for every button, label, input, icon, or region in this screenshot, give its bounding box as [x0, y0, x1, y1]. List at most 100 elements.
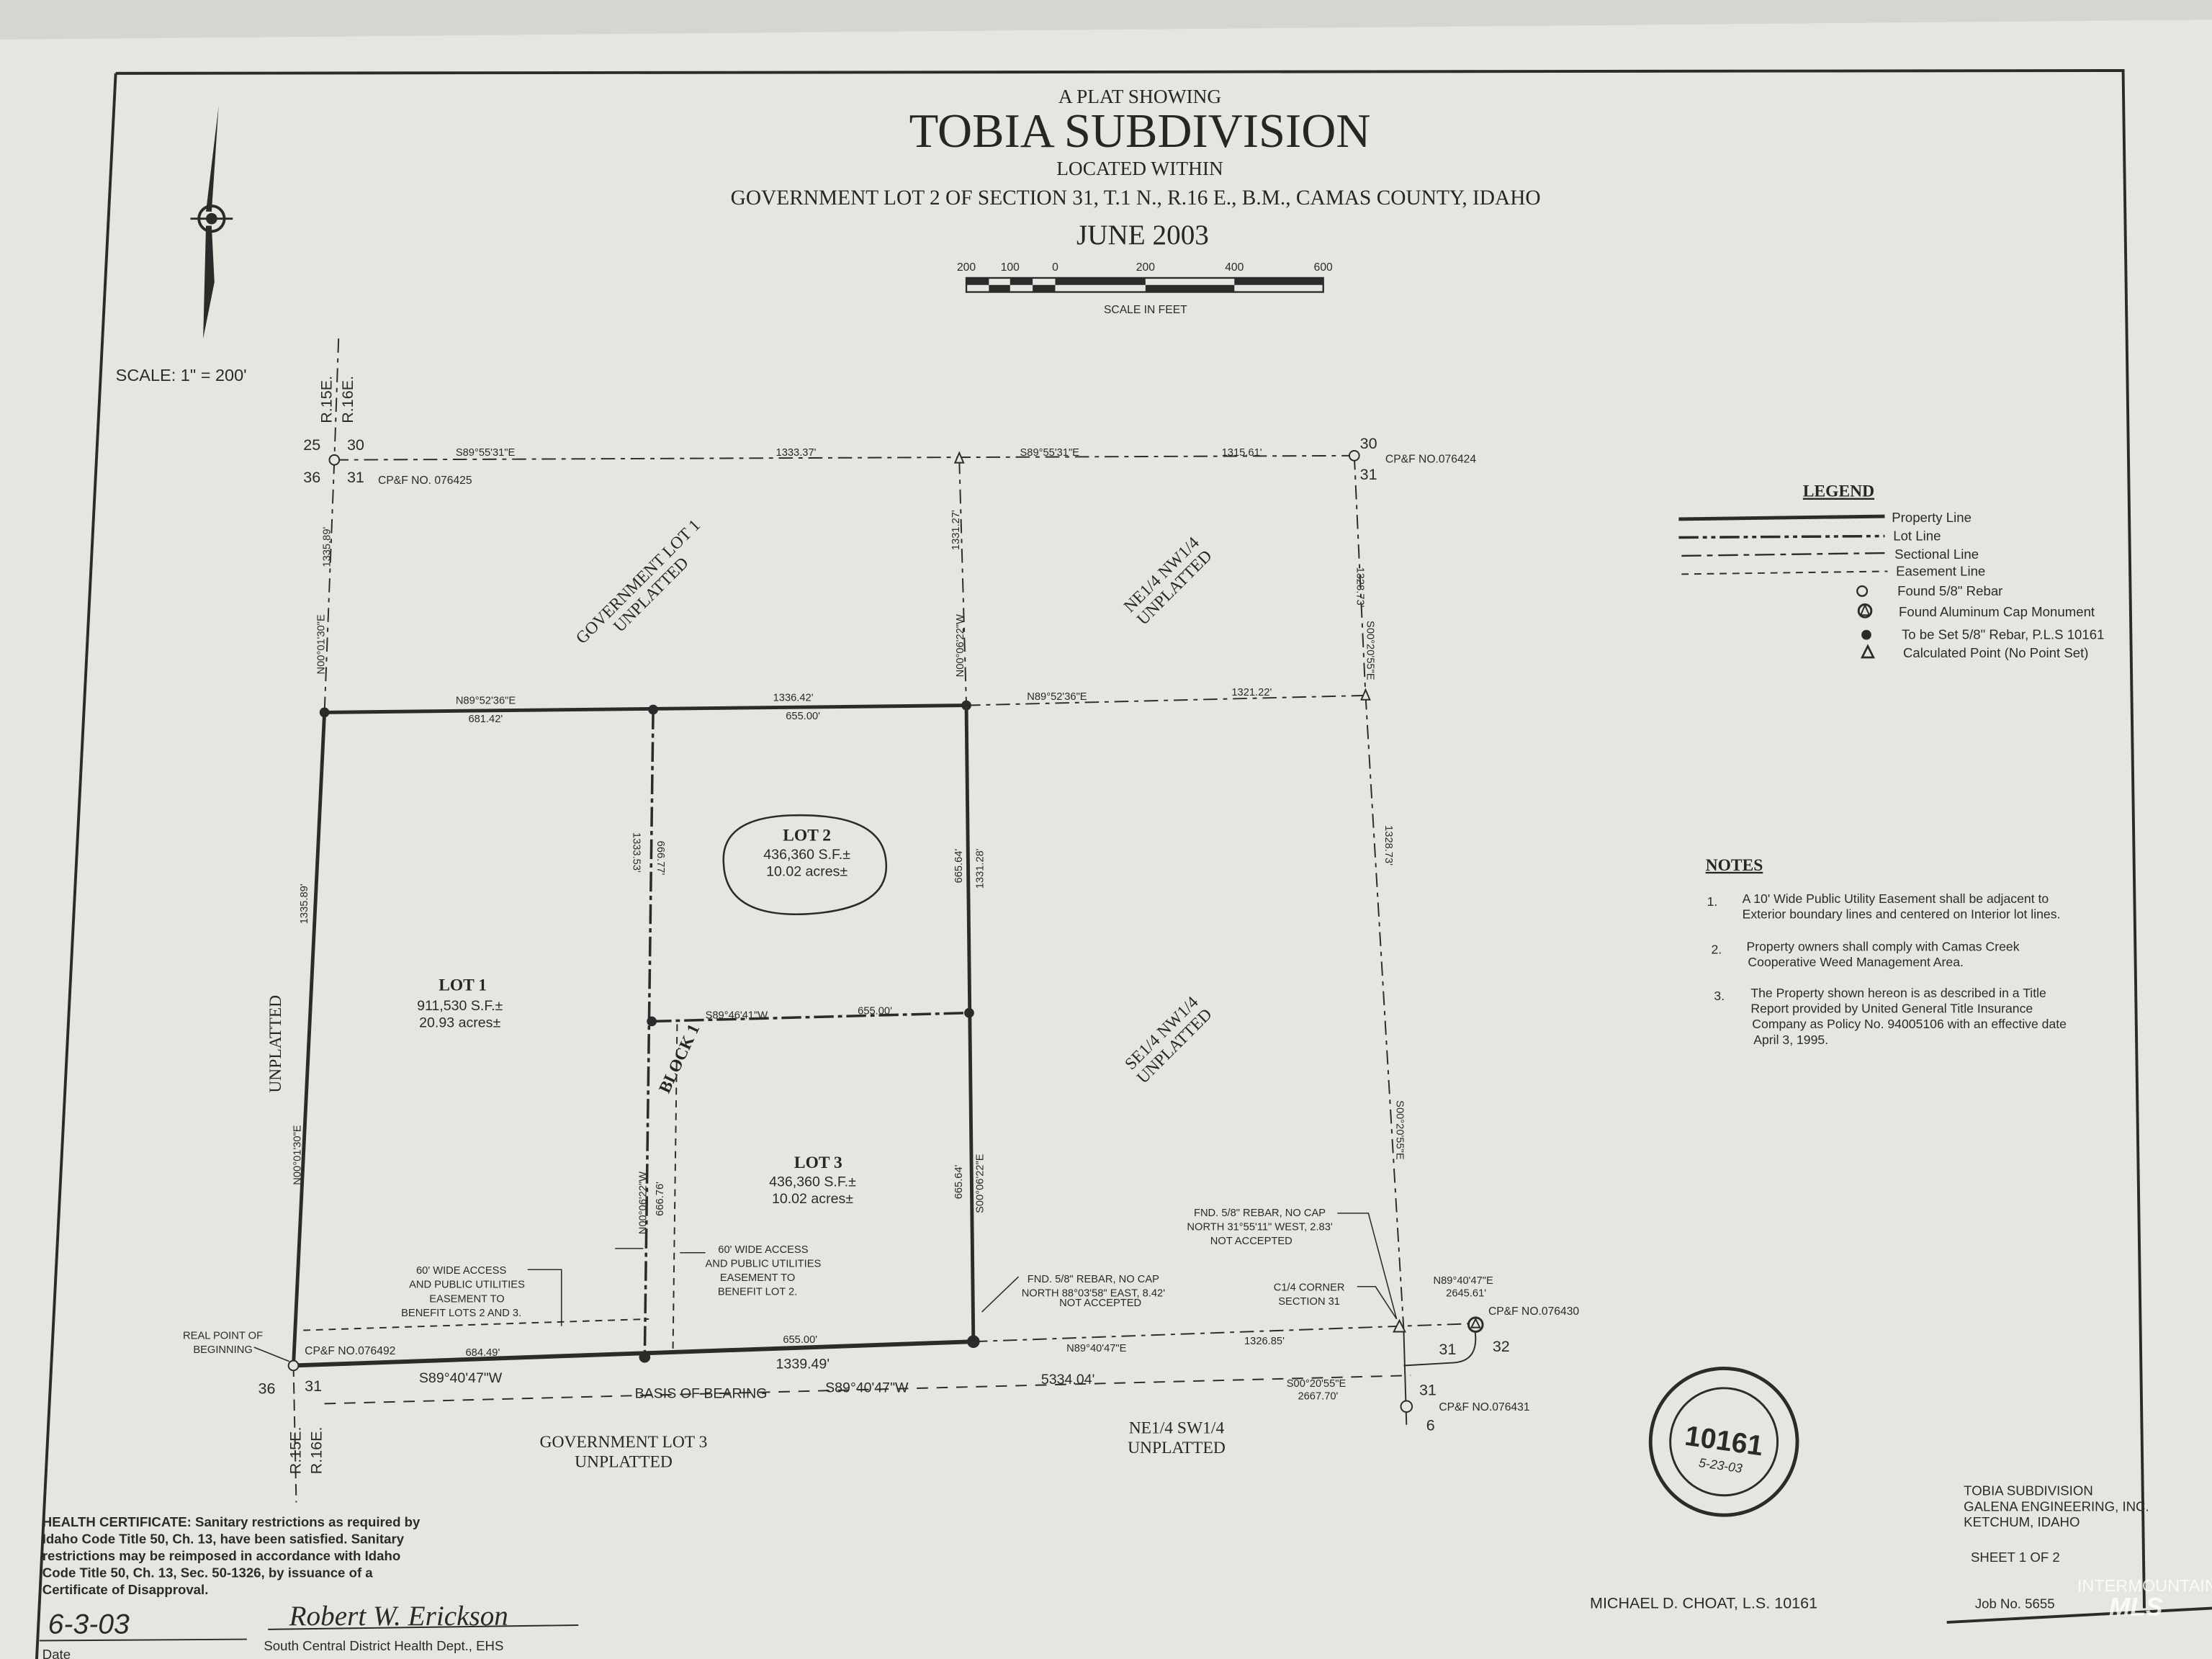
- svg-text:666.76': 666.76': [655, 1182, 666, 1216]
- lot-1: LOT 1 911,530 S.F.±20.93 acres±: [417, 976, 503, 1030]
- found-rebar-icon: [1348, 449, 1360, 462]
- svg-text:30: 30: [347, 436, 364, 454]
- svg-text:S00°20'55"E: S00°20'55"E: [1287, 1378, 1346, 1390]
- svg-text:CP&F NO.076424: CP&F NO.076424: [1385, 454, 1476, 466]
- svg-text:BEGINNING: BEGINNING: [193, 1344, 252, 1356]
- svg-text:R.15E.: R.15E.: [286, 1426, 304, 1474]
- callout-leaders: [253, 1213, 1398, 1362]
- legend-heading: LEGEND: [1803, 482, 1874, 501]
- aluminum-cap-icon: [1467, 1316, 1484, 1333]
- svg-text:BENEFIT LOTS 2 AND 3.: BENEFIT LOTS 2 AND 3.: [401, 1308, 521, 1319]
- svg-text:LOT 1: LOT 1: [439, 976, 487, 994]
- svg-text:CP&F NO. 076425: CP&F NO. 076425: [378, 475, 472, 487]
- svg-text:N00°01'30"E: N00°01'30"E: [316, 614, 328, 675]
- svg-text:Report provided by United Gene: Report provided by United General Title …: [1750, 1002, 2033, 1016]
- svg-text:1328.73': 1328.73': [1382, 825, 1394, 866]
- set-rebar-icon: [319, 707, 330, 718]
- svg-text:NE1/4 SW1/4: NE1/4 SW1/4: [1129, 1419, 1225, 1438]
- svg-text:TOBIA SUBDIVISION: TOBIA SUBDIVISION: [1964, 1483, 2093, 1498]
- lot-labels: LOT 1 911,530 S.F.±20.93 acres± LOT 2 436,…: [417, 827, 856, 1208]
- scale-bar: 200 100 0 200 400 600 SCALE IN FEET SCAL…: [116, 261, 1333, 385]
- svg-text:20.93 acres±: 20.93 acres±: [419, 1015, 500, 1030]
- found-rebar-icon: [287, 1359, 300, 1372]
- svg-text:REAL POINT OF: REAL POINT OF: [183, 1330, 263, 1341]
- scale-caption: SCALE IN FEET: [1104, 304, 1187, 316]
- svg-text:The Property shown hereon is a: The Property shown hereon is as describe…: [1750, 986, 2046, 1000]
- svg-text:1328.73': 1328.73': [1354, 567, 1366, 608]
- svg-text:AND PUBLIC UTILITIES: AND PUBLIC UTILITIES: [706, 1258, 822, 1269]
- svg-text:S00°06'22"E: S00°06'22"E: [975, 1154, 986, 1213]
- set-rebar-icon: [648, 704, 658, 715]
- legend-item: Easement Line: [1896, 563, 1985, 578]
- calculated-point-icon: [1360, 688, 1371, 701]
- sheet-border: [115, 68, 2146, 1609]
- svg-text:436,360 S.F.±: 436,360 S.F.±: [769, 1174, 856, 1190]
- svg-text:655.00': 655.00': [783, 1334, 817, 1346]
- health-certificate: HEALTH CERTIFICATE: Sanitary restriction…: [39, 1514, 579, 1659]
- scale-ratio: SCALE: 1" = 200': [116, 366, 247, 385]
- sheet-border-left: [35, 73, 117, 1659]
- notes: NOTES 1. A 10' Wide Public Utility Easem…: [1706, 856, 2067, 1047]
- svg-text:655.00': 655.00': [786, 711, 820, 722]
- legend-item: Found 5/8" Rebar: [1897, 583, 2002, 598]
- scale-tick: 600: [1314, 261, 1333, 274]
- cpf-labels: CP&F NO. 076425 CP&F NO.076424 CP&F NO.0…: [305, 454, 1579, 1414]
- svg-text:Certificate of Disapproval.: Certificate of Disapproval.: [42, 1582, 209, 1597]
- svg-text:April 3, 1995.: April 3, 1995.: [1753, 1033, 1828, 1047]
- svg-text:R.15E.: R.15E.: [317, 376, 335, 423]
- svg-text:1339.49': 1339.49': [776, 1356, 830, 1372]
- title-location: GOVERNMENT LOT 2 OF SECTION 31, T.1 N., …: [731, 186, 1541, 210]
- scale-tick: 0: [1052, 261, 1058, 274]
- svg-text:1315.61': 1315.61': [1222, 447, 1262, 459]
- health-date: 6-3-03: [48, 1609, 130, 1640]
- plat-linework: [287, 338, 1484, 1503]
- svg-text:2645.61': 2645.61': [1446, 1287, 1486, 1299]
- notes-heading: NOTES: [1706, 856, 1763, 875]
- svg-text:1336.42': 1336.42': [773, 693, 814, 704]
- svg-text:10.02 acres±: 10.02 acres±: [766, 864, 848, 880]
- set-rebar-icon: [967, 1335, 980, 1348]
- svg-text:6: 6: [1426, 1416, 1435, 1434]
- svg-text:31: 31: [1360, 465, 1377, 483]
- svg-text:N89°52'36"E: N89°52'36"E: [1027, 691, 1087, 703]
- svg-text:A 10' Wide Public Utility Ease: A 10' Wide Public Utility Easement shall…: [1743, 891, 2049, 906]
- svg-text:UNPLATTED: UNPLATTED: [575, 1453, 673, 1472]
- surveyor-name: MICHAEL D. CHOAT, L.S. 10161: [1590, 1593, 1817, 1611]
- svg-text:Job No. 5655: Job No. 5655: [1975, 1596, 2055, 1611]
- svg-text:666.77': 666.77': [655, 841, 666, 876]
- svg-text:Idaho Code Title 50, Ch. 13, h: Idaho Code Title 50, Ch. 13, have been s…: [42, 1531, 405, 1546]
- svg-text:HEALTH CERTIFICATE: Sanitary: HEALTH CERTIFICATE: Sanitary restriction…: [42, 1514, 421, 1529]
- svg-text:31: 31: [1439, 1340, 1456, 1358]
- svg-text:BENEFIT LOT 2.: BENEFIT LOT 2.: [718, 1287, 797, 1298]
- svg-text:LOT 2: LOT 2: [783, 827, 831, 845]
- calculated-point-icon: [1393, 1318, 1406, 1333]
- svg-text:SECTION 31: SECTION 31: [1278, 1296, 1340, 1308]
- svg-text:1.: 1.: [1707, 894, 1718, 909]
- svg-text:South Central District Health: South Central District Health Dept., EHS: [264, 1638, 503, 1653]
- svg-text:C1/4 CORNER: C1/4 CORNER: [1274, 1282, 1345, 1294]
- svg-text:UNPLATTED: UNPLATTED: [1128, 1439, 1226, 1457]
- title-name: TOBIA SUBDIVISION: [909, 105, 1371, 158]
- svg-text:10.02 acres±: 10.02 acres±: [772, 1191, 853, 1207]
- svg-text:911,530 S.F.±: 911,530 S.F.±: [417, 998, 503, 1014]
- svg-text:3.: 3.: [1714, 989, 1725, 1003]
- svg-text:N89°52'36"E: N89°52'36"E: [456, 696, 516, 707]
- section-labels: 25 30 36 31 30 31 36 31 31 32 31 6 R.15E…: [258, 376, 1510, 1474]
- svg-text:R.16E.: R.16E.: [338, 376, 356, 423]
- calculated-point-icon: [1860, 644, 1876, 659]
- title-line3: LOCATED WITHIN: [1056, 158, 1223, 179]
- svg-text:5334.04': 5334.04': [1041, 1372, 1095, 1388]
- set-rebar-icon: [647, 1016, 657, 1027]
- svg-text:NORTH 31°55'11" WEST, 2.83': NORTH 31°55'11" WEST, 2.83': [1187, 1221, 1332, 1233]
- svg-text:S89°55'31"E: S89°55'31"E: [456, 447, 516, 459]
- svg-text:Code Title 50, Ch. 13, Sec. 50: Code Title 50, Ch. 13, Sec. 50-1326, by …: [42, 1565, 374, 1580]
- svg-text:AND PUBLIC UTILITIES: AND PUBLIC UTILITIES: [409, 1280, 525, 1291]
- svg-text:1335.89': 1335.89': [321, 527, 333, 567]
- scale-tick: 400: [1225, 261, 1244, 274]
- legend-item: Property Line: [1892, 510, 1972, 525]
- svg-text:Cooperative Weed Management Ar: Cooperative Weed Management Area.: [1748, 955, 1963, 969]
- svg-text:KETCHUM, IDAHO: KETCHUM, IDAHO: [1964, 1514, 2080, 1529]
- legend-item: Calculated Point (No Point Set): [1903, 645, 2089, 660]
